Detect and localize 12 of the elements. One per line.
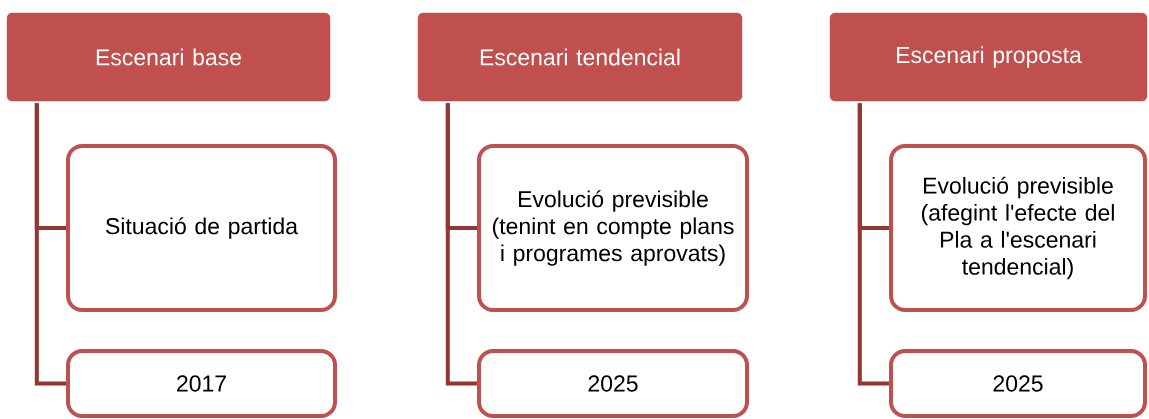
header-box: Escenari tendencial (417, 12, 743, 102)
header-box: Escenari base (6, 12, 331, 102)
text-box: Evolució previsible (afegint l'efecte del Pla a l'escenari tendencial) (889, 144, 1147, 312)
text-box: 2025 (889, 349, 1147, 418)
connector-line (445, 103, 477, 386)
text-box: Situació de partida (66, 144, 337, 312)
connector-line (857, 103, 889, 386)
text-box: 2017 (66, 349, 337, 418)
header-box: Escenari proposta (829, 12, 1148, 102)
text-box: 2025 (477, 349, 749, 418)
text-box: Evolució previsible (tenint en compte plans i programes aprovats) (477, 144, 749, 312)
connector-line (34, 103, 66, 386)
